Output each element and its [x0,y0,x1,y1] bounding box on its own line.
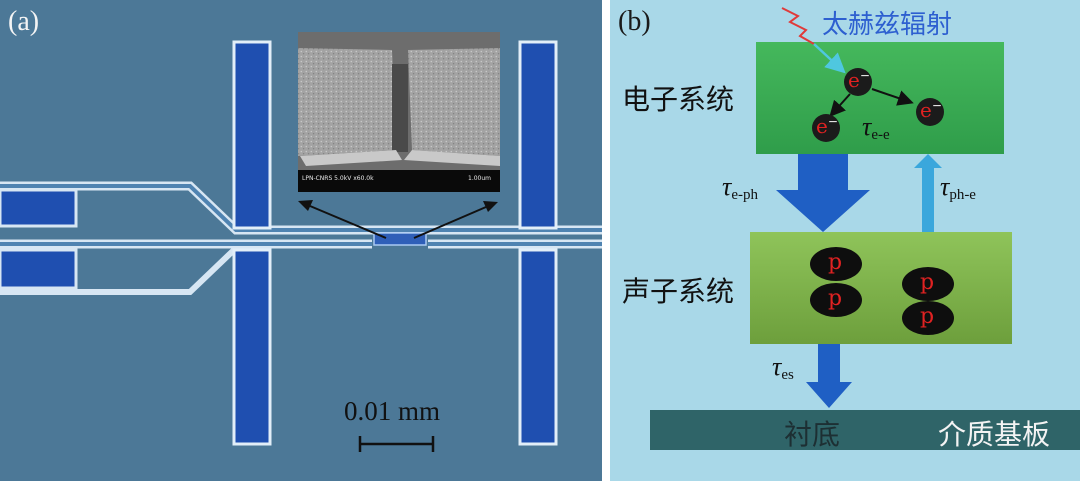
phonon-system-box [750,232,1012,344]
phonon-system-label: 声子系统 [622,275,735,308]
micrograph-panel: (a) LPN-CNRS 5.0kV x60.0k 1.00um 0.01 mm [0,0,602,481]
scale-bar-label: 0.01 mm [344,396,441,426]
arrow-to-inset-left [298,200,313,211]
phonon-1 [810,247,862,281]
substrate-bar [650,410,1080,450]
electron-3 [916,98,944,126]
sem-caption-right: 1.00um [468,175,492,182]
electron-system-label: 电子系统 [622,83,735,116]
electrode-bottom-left [232,248,272,446]
phonon-3-label: p [920,270,935,295]
panel-b-label: (b) [618,6,651,37]
scale-bar [358,436,435,452]
upper-transmission-line [0,181,602,235]
phonon-2 [810,283,862,317]
energy-diagram [650,7,1080,450]
phonon-1-label: p [828,250,843,275]
feed-line-bottom [0,245,239,295]
dielectric-substrate-label: 介质基板 [938,418,1051,451]
arrow-phonon-to-substrate [806,344,852,408]
tau-ee-label: τe-e [862,112,890,143]
phonon-4-label: p [920,304,935,329]
sem-inset [298,32,500,192]
electrode-top-left [232,40,272,230]
sem-caption-left: LPN-CNRS 5.0kV x60.0k [302,175,374,182]
tau-phe-label: τph-e [940,172,976,203]
energy-diagram-panel: (b) 太赫兹辐射 电子系统 声子系统 衬底 介质基板 e− e− e− p p… [610,0,1080,481]
arrow-electron-to-phonon [776,154,870,232]
electrode-top-right [518,40,558,230]
left-pad-bottom [0,248,78,290]
terahertz-wave [781,7,815,45]
bolometer-bridge [373,232,427,246]
substrate-label: 衬底 [784,418,841,451]
phonon-3 [902,267,954,301]
phonon-4 [902,301,954,335]
tau-es-label: τes [772,352,794,383]
electron-3-label: e− [920,98,942,122]
electron-system-box [756,42,1004,154]
left-pad-top [0,188,78,228]
panel-a-label: (a) [8,6,40,37]
electron-1 [844,68,872,96]
phonon-2-label: p [828,286,843,311]
device-micrograph [0,32,602,452]
electrode-bottom-right [518,248,558,446]
arrow-phonon-to-electron [914,154,942,232]
electron-2-label: e− [816,114,838,138]
terahertz-label: 太赫兹辐射 [822,10,953,40]
arrow-to-inset-right [483,201,498,212]
electron-1-label: e− [848,68,870,92]
tau-eph-label: τe-ph [722,172,758,203]
electron-2 [812,114,840,142]
